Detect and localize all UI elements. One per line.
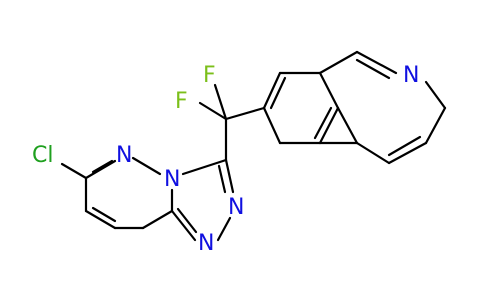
bond-c3t-n-double bbox=[217, 164, 227, 194]
bond-c5-c4-double bbox=[91, 206, 117, 223]
bond-n-c9-double bbox=[176, 207, 198, 234]
bond-q4c-q4a bbox=[355, 141, 391, 165]
bond-q4a-q8a bbox=[318, 71, 340, 110]
bond-q2-q3 bbox=[424, 106, 447, 145]
atom-f-upper: F bbox=[203, 63, 216, 88]
bond-q3-q4 bbox=[387, 141, 428, 165]
bond-c6-n1 bbox=[84, 159, 117, 180]
bond-q6-q5 bbox=[262, 71, 282, 110]
bond-q8a-q8 bbox=[318, 106, 340, 145]
atom-cl: Cl bbox=[32, 143, 53, 168]
bond-q4-n1 bbox=[355, 50, 398, 75]
atom-f-lower: F bbox=[175, 89, 188, 114]
bond-n-c9 bbox=[170, 209, 197, 242]
atom-n-triazole-bottom: N bbox=[198, 231, 214, 256]
bond-cf2-f-upper bbox=[213, 83, 228, 121]
bond-q8a-q8-double bbox=[313, 106, 333, 140]
bond-cf2-quinoline bbox=[224, 106, 266, 121]
atom-n-pyridazine: N bbox=[116, 143, 132, 168]
bond-q3-q4-double bbox=[387, 135, 422, 157]
bond-q4a-q4 bbox=[318, 50, 359, 75]
bond-q7-q6 bbox=[262, 106, 282, 145]
bond-q4-n1-double bbox=[355, 58, 391, 80]
bond-n1-n2 bbox=[131, 156, 162, 176]
atom-n-bridge: N bbox=[164, 167, 180, 192]
atom-n-quinoline: N bbox=[403, 63, 419, 88]
bond-n-n bbox=[216, 216, 232, 242]
bond-c3t-n bbox=[224, 158, 235, 194]
bond-n1-q2 bbox=[424, 80, 447, 110]
bond-q6-q5-double bbox=[269, 76, 287, 110]
bond-n2-c3t bbox=[181, 158, 228, 176]
bond-cf2-f-lower bbox=[198, 101, 228, 121]
bond-c5-c4 bbox=[84, 209, 117, 230]
atom-n-triazole-right: N bbox=[228, 195, 244, 220]
bond-c3-c9 bbox=[141, 209, 174, 230]
bond-cl-c6 bbox=[60, 162, 88, 180]
bond-c6-n1-double bbox=[91, 159, 114, 174]
bond-q4a-q8a-fused bbox=[336, 106, 359, 145]
